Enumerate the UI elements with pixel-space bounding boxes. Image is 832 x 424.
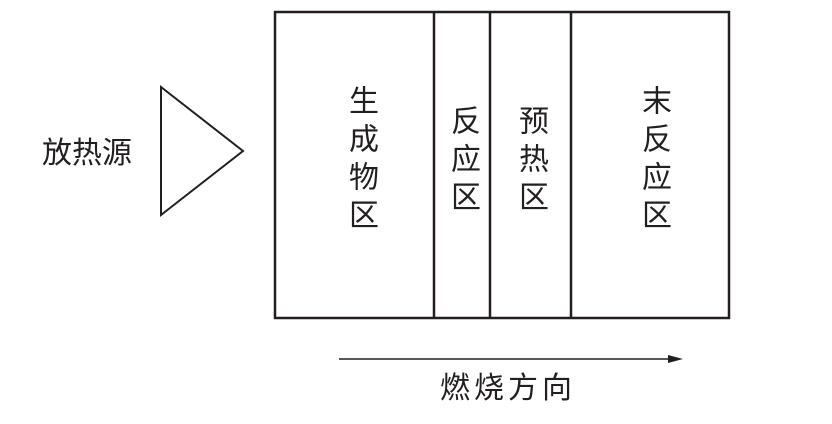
heat-source-triangle — [160, 84, 245, 218]
zone-preheat-label: 预热区 — [513, 105, 548, 219]
zone-reaction-label: 反应区 — [445, 105, 480, 219]
direction-arrow-head — [668, 355, 683, 363]
heat-source-label: 放热源 — [42, 136, 132, 171]
zone-product-label: 生成物区 — [343, 85, 378, 237]
direction-label: 燃烧方向 — [440, 371, 576, 406]
combustion-box — [273, 10, 731, 320]
zone-unreacted-label: 末反应区 — [636, 85, 671, 237]
